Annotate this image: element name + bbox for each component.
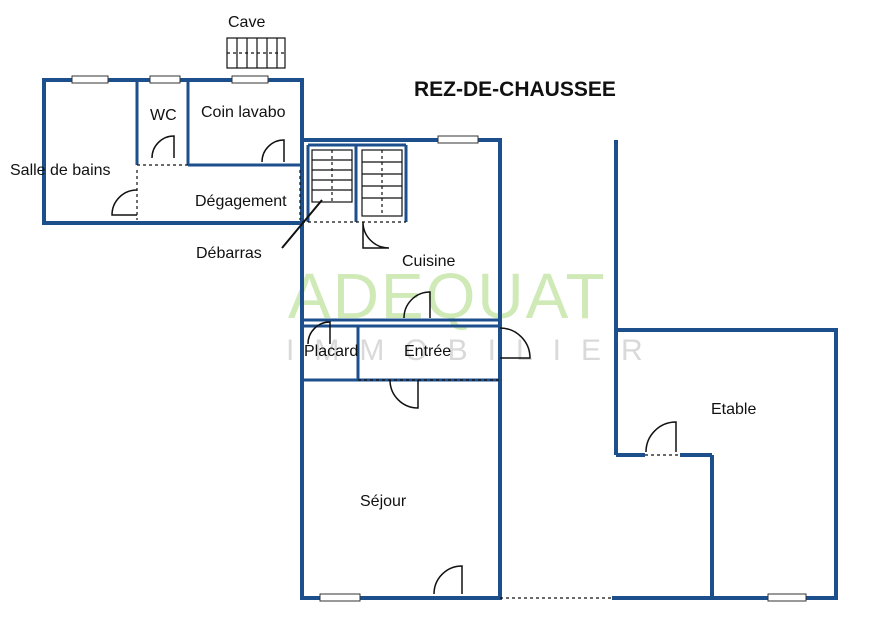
- label-salle-de-bains: Salle de bains: [10, 162, 111, 179]
- window-etable: [767, 593, 807, 602]
- door-etable: [645, 421, 677, 453]
- watermark-sub: IMMOBILIER: [286, 334, 663, 367]
- label-coin-lavabo: Coin lavabo: [201, 104, 286, 121]
- central-walls: [300, 138, 502, 600]
- label-sejour: Séjour: [360, 493, 407, 510]
- etable-walls: [612, 140, 838, 600]
- debarras-pointer: [281, 199, 323, 249]
- door-placard: [307, 321, 331, 345]
- debarras-stairs: [311, 149, 403, 217]
- cave-stairs: [226, 37, 286, 69]
- label-entree: Entrée: [404, 343, 451, 360]
- label-degagement: Dégagement: [195, 193, 287, 210]
- door-sejour: [433, 565, 463, 595]
- plan-title: REZ-DE-CHAUSSEE: [414, 78, 616, 101]
- label-placard: Placard: [304, 343, 358, 360]
- door-entree-sejour: [389, 379, 419, 409]
- label-etable: Etable: [711, 401, 756, 418]
- label-cave: Cave: [228, 14, 265, 31]
- label-cuisine: Cuisine: [402, 253, 455, 270]
- window-sejour: [319, 593, 361, 602]
- window-coin-lavabo: [231, 75, 269, 84]
- label-debarras: Débarras: [196, 245, 262, 262]
- door-cuisine: [403, 291, 431, 319]
- window-cuisine: [437, 135, 479, 144]
- window-salle-de-bains: [71, 75, 109, 84]
- window-wc: [149, 75, 181, 84]
- door-entree: [499, 327, 531, 359]
- door-coin-lavabo: [261, 139, 285, 163]
- door-debarras: [362, 221, 390, 249]
- door-salle-de-bains: [111, 189, 138, 216]
- door-wc: [151, 135, 175, 159]
- label-wc: WC: [150, 107, 177, 124]
